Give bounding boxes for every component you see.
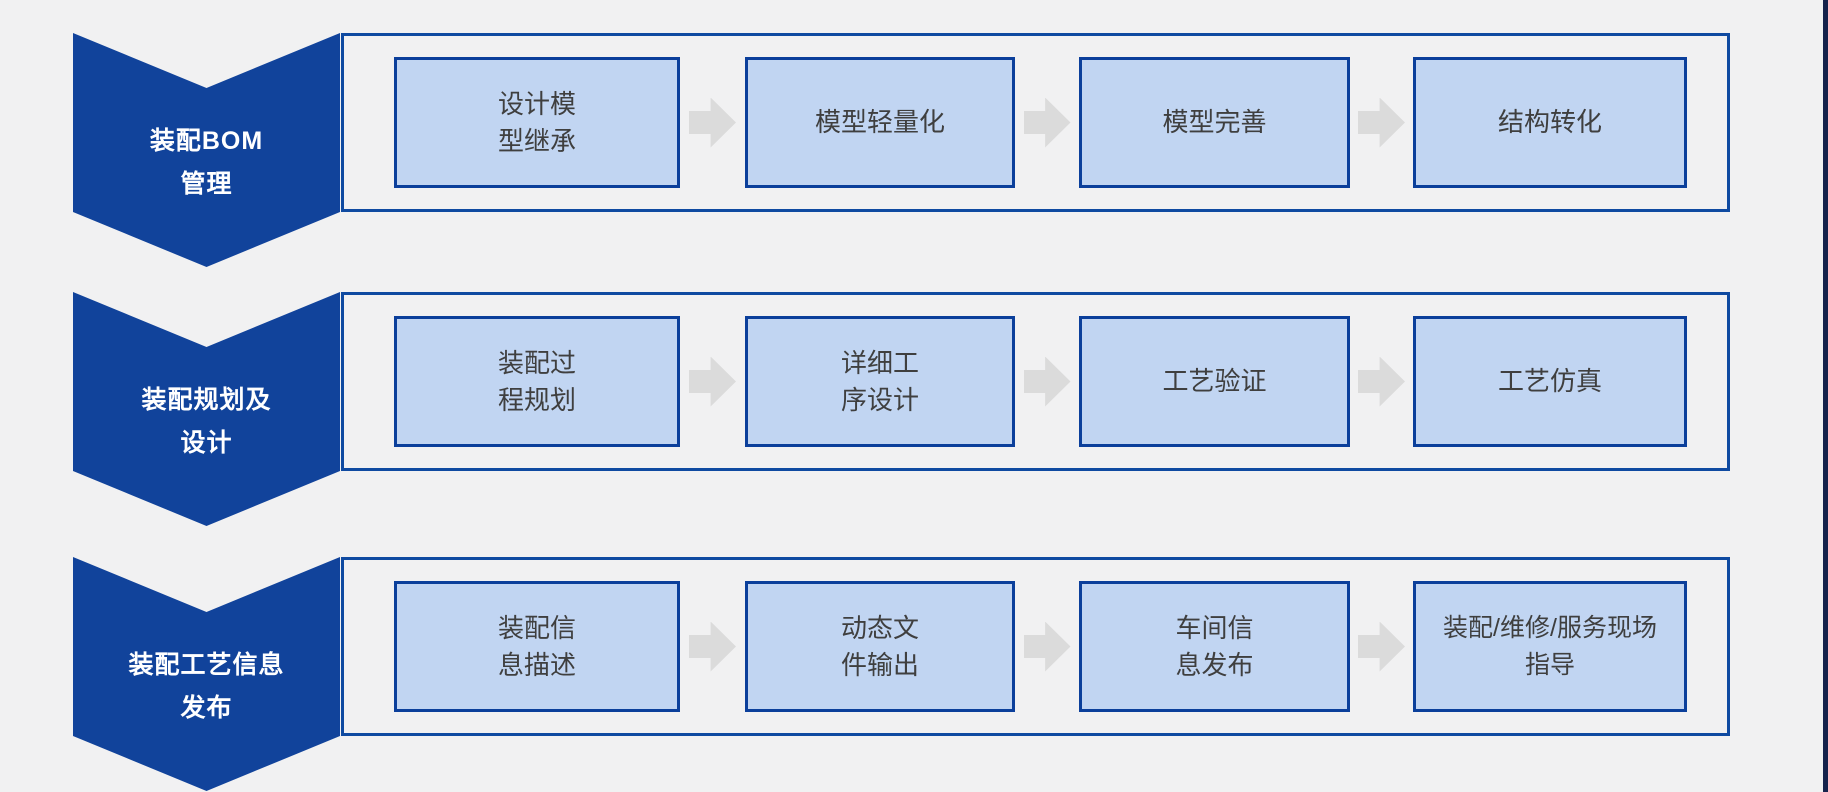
arrow-right-icon — [689, 97, 736, 148]
step-box: 结构转化 — [1413, 57, 1687, 188]
stage-row-bom: 装配BOM 管理 设计模 型继承 模型轻量化 模型完善 结构转化 — [0, 33, 1828, 267]
arrow-right-icon — [689, 621, 736, 672]
arrow-right-icon — [1358, 97, 1405, 148]
step-box: 工艺仿真 — [1413, 316, 1687, 447]
step-box: 详细工 序设计 — [745, 316, 1015, 447]
step-box: 车间信 息发布 — [1079, 581, 1350, 712]
step-box: 装配过 程规划 — [394, 316, 680, 447]
stage-row-publish: 装配工艺信息 发布 装配信 息描述 动态文 件输出 车间信 息发布 装配/维修/… — [0, 557, 1828, 791]
stage-steps-panel: 设计模 型继承 模型轻量化 模型完善 结构转化 — [341, 33, 1730, 212]
arrow-slot — [680, 295, 745, 468]
arrow-slot — [680, 560, 745, 733]
step-box: 动态文 件输出 — [745, 581, 1015, 712]
arrow-slot — [1015, 560, 1079, 733]
arrow-right-icon — [1358, 621, 1405, 672]
right-edge-strip — [1823, 0, 1828, 792]
stage-banner-bom: 装配BOM 管理 — [73, 33, 340, 267]
arrow-slot — [1350, 36, 1413, 209]
stage-steps-panel: 装配信 息描述 动态文 件输出 车间信 息发布 装配/维修/服务现场 指导 — [341, 557, 1730, 736]
step-box: 工艺验证 — [1079, 316, 1350, 447]
step-box: 模型完善 — [1079, 57, 1350, 188]
stage-banner-publish: 装配工艺信息 发布 — [73, 557, 340, 791]
stage-label: 装配工艺信息 发布 — [128, 651, 285, 722]
arrow-slot — [1350, 295, 1413, 468]
step-box: 设计模 型继承 — [394, 57, 680, 188]
stage-banner-planning: 装配规划及 设计 — [73, 292, 340, 526]
stage-label: 装配BOM 管理 — [149, 127, 264, 198]
step-box: 装配/维修/服务现场 指导 — [1413, 581, 1687, 712]
stage-row-planning: 装配规划及 设计 装配过 程规划 详细工 序设计 工艺验证 工艺仿真 — [0, 292, 1828, 526]
arrow-right-icon — [1023, 621, 1071, 672]
arrow-right-icon — [1358, 356, 1405, 407]
arrow-right-icon — [1023, 97, 1071, 148]
arrow-slot — [1015, 36, 1079, 209]
arrow-slot — [680, 36, 745, 209]
arrow-slot — [1015, 295, 1079, 468]
step-box: 装配信 息描述 — [394, 581, 680, 712]
arrow-right-icon — [1023, 356, 1071, 407]
arrow-right-icon — [689, 356, 736, 407]
stage-steps-panel: 装配过 程规划 详细工 序设计 工艺验证 工艺仿真 — [341, 292, 1730, 471]
step-box: 模型轻量化 — [745, 57, 1015, 188]
stage-label: 装配规划及 设计 — [141, 386, 272, 457]
arrow-slot — [1350, 560, 1413, 733]
